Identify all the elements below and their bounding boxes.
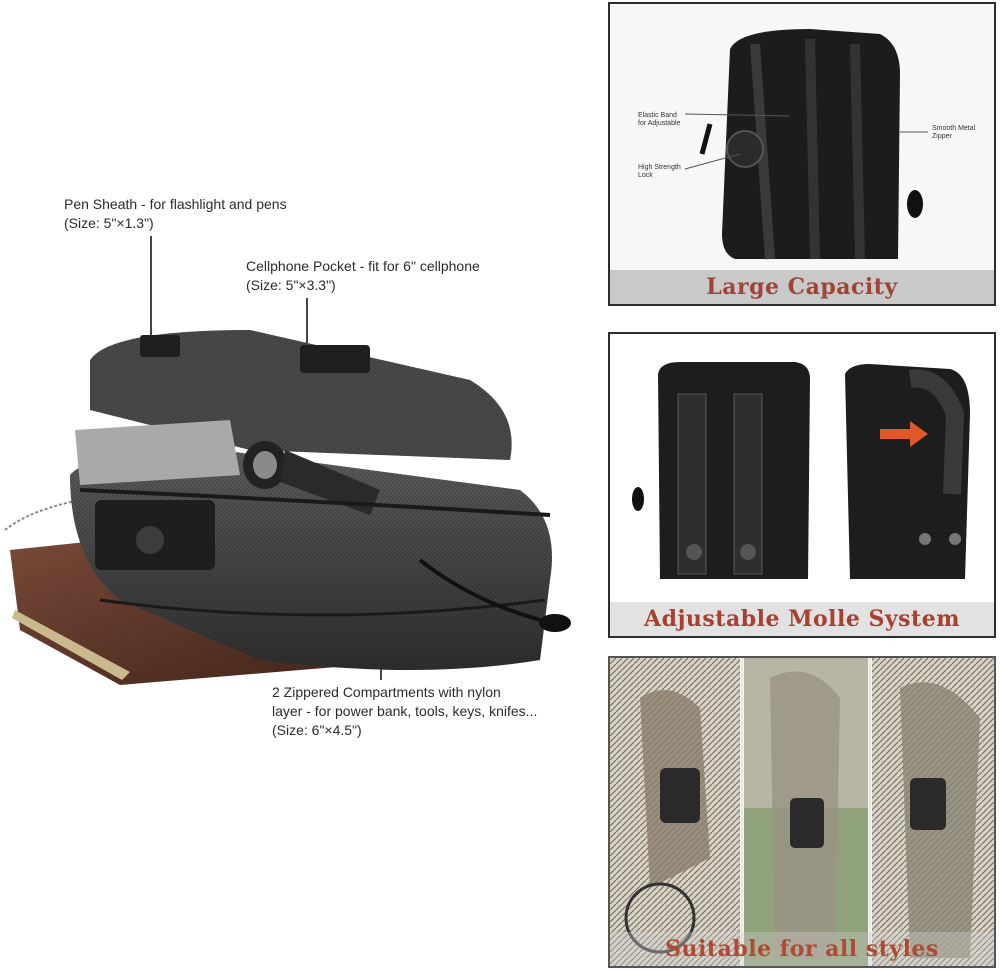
pouch-side-icon [845,364,970,579]
compartments-line-1: 2 Zippered Compartments with nylon [272,684,501,700]
arrow-icon [880,421,928,447]
pouch-main-photo [4,330,571,685]
bicycle-wheel-icon [624,882,696,954]
zipper-pull-icon-panel [907,190,923,218]
large-capacity-panel: Elastic Band for Adjustable High Strengt… [608,2,996,306]
zipper-label-2: Zipper [932,133,952,140]
pouch-on-belt-icon-1 [660,768,700,823]
cellphone-pocket-title: Cellphone Pocket - fit for 6" cellphone [246,258,480,274]
cellphone-pocket-callout: Cellphone Pocket - fit for 6" cellphone … [246,257,480,295]
molle-caption: Adjustable Molle System [610,602,994,636]
elastic-band-label-2: for Adjustable [638,120,681,127]
pen-clip-icon [140,335,180,357]
snap-button-icon [686,544,702,560]
cellphone-pocket-size: (Size: 5"×3.3") [246,277,336,293]
large-capacity-caption: Large Capacity [610,270,994,304]
pen-sheath-callout: Pen Sheath - for flashlight and pens (Si… [64,195,287,233]
molle-photo [610,334,994,600]
lock-icon [726,130,764,168]
compartments-line-2: layer - for power bank, tools, keys, kni… [272,703,538,719]
compartments-callout: 2 Zippered Compartments with nylon layer… [272,683,537,740]
styles-caption: Suitable for all styles [610,932,994,966]
styles-panel: Suitable for all styles [608,656,996,968]
elastic-band-label-1: Elastic Band [638,112,677,119]
pen-sheath-title: Pen Sheath - for flashlight and pens [64,196,287,212]
pouch-front-photo [610,4,994,270]
zipper-label-1: Smooth Metal [932,125,976,132]
pouch-on-belt-icon-2 [790,798,824,848]
styles-photo-collage [610,658,994,966]
compartments-size: (Size: 6"×4.5") [272,722,362,738]
pen-sheath-leader [150,236,152,346]
chain-icon [4,499,81,531]
lock-label-2: Lock [638,172,653,179]
molle-panel: Adjustable Molle System [608,332,996,638]
buckle-icon [300,345,370,373]
pouch-on-belt-icon-3 [910,778,946,830]
phone-icon [75,420,240,485]
lock-label-1: High Strength [638,164,681,171]
pen-sheath-size: (Size: 5"×1.3") [64,215,154,231]
zipper-pull-icon [418,558,541,622]
